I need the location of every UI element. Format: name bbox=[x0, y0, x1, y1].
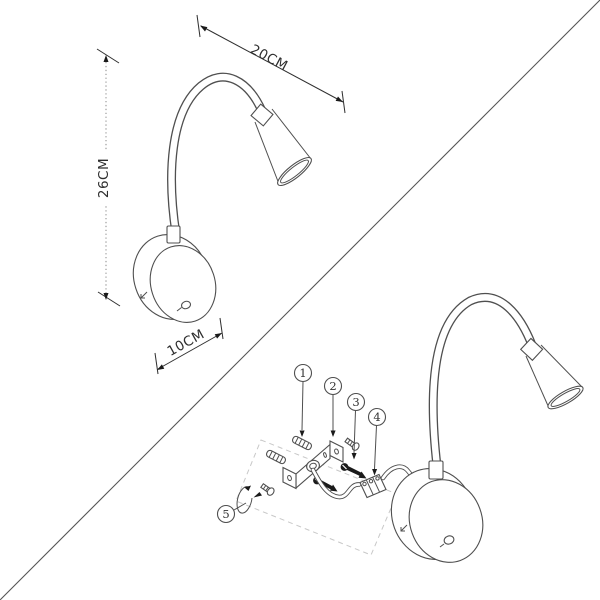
wall-anchor-icon-1 bbox=[291, 435, 313, 451]
gooseneck-stem-2 bbox=[428, 460, 444, 480]
mounting-bracket bbox=[282, 440, 344, 490]
machine-screw-icon-1 bbox=[344, 437, 360, 451]
callout-3: 3 bbox=[346, 392, 366, 460]
gooseneck-arm-2 bbox=[428, 293, 537, 471]
callout-1-number: 1 bbox=[299, 366, 306, 380]
lamp-head-icon bbox=[250, 103, 312, 187]
lamp-base-icon bbox=[132, 233, 217, 323]
height-dimension-label: 26CM bbox=[96, 158, 112, 198]
port-arrow-icon bbox=[140, 291, 148, 299]
lamp-head-icon-2 bbox=[519, 337, 584, 410]
base-width-dimension-label: 10CM bbox=[165, 326, 208, 360]
callout-5: 5 bbox=[216, 502, 247, 524]
wall-plane-dashed-guide bbox=[235, 439, 398, 556]
callout-2: 2 bbox=[323, 376, 343, 437]
toggle-switch-icon bbox=[176, 300, 192, 312]
callout-3-number: 3 bbox=[352, 395, 359, 409]
dimension-10cm: 10CM bbox=[154, 317, 224, 375]
width-dimension-label: 20CM bbox=[247, 41, 290, 74]
wall-anchor-icon-2 bbox=[265, 449, 287, 465]
dimension-20cm: 20CM bbox=[196, 14, 346, 114]
callout-2-number: 2 bbox=[329, 379, 336, 393]
machine-screw-icon-2 bbox=[260, 482, 275, 496]
dimension-26cm: 26CM bbox=[93, 48, 121, 307]
port-arrow-icon-2 bbox=[400, 524, 408, 532]
terminal-block bbox=[359, 473, 387, 499]
black-screw-icon-1 bbox=[340, 463, 367, 479]
gooseneck-stem bbox=[166, 225, 181, 244]
callout-5-number: 5 bbox=[222, 507, 229, 521]
lamp-base-icon-2 bbox=[390, 468, 484, 563]
rotation-arrow-icon bbox=[236, 485, 262, 514]
exploded-view: 1 2 3 4 5 bbox=[216, 293, 584, 563]
callout-1: 1 bbox=[293, 363, 313, 437]
callout-4: 4 bbox=[367, 407, 387, 476]
gooseneck-arm bbox=[167, 72, 267, 239]
lamp-assembled bbox=[390, 293, 584, 563]
callout-4-number: 4 bbox=[373, 410, 380, 424]
dimension-view: 20CM 26CM 10CM bbox=[93, 14, 346, 375]
toggle-switch-icon-2 bbox=[439, 535, 455, 548]
